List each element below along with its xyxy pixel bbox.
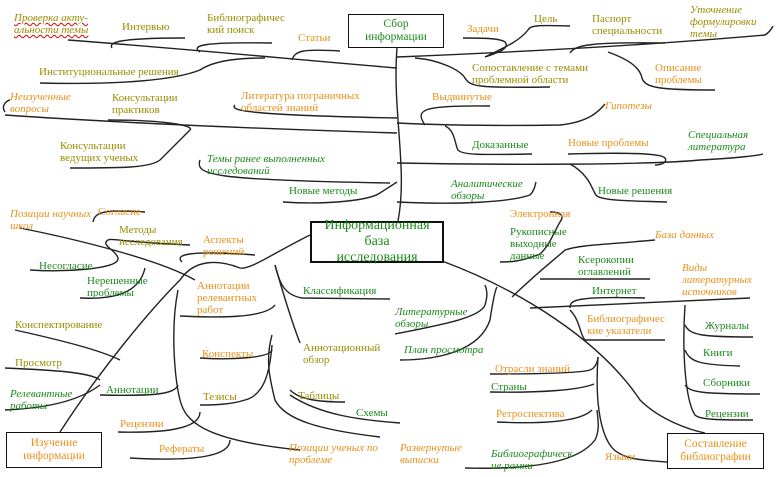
node-viewing: Просмотр: [15, 357, 62, 369]
node-manuscript: Рукописные выходные данные: [510, 226, 567, 262]
node-notes: Конспекты: [202, 348, 254, 360]
node-methods: Методы исследования: [119, 224, 183, 248]
node-schools: Позиции научных школ: [10, 208, 92, 232]
node-compare-topics: Сопоставление с темами проблемной област…: [472, 62, 588, 86]
node-tasks: Задачи: [467, 23, 499, 35]
node-tables: Таблицы: [298, 390, 340, 402]
node-books: Книги: [703, 347, 733, 359]
node-biblio-frames: Библиографическ ие рамки: [491, 448, 573, 472]
node-relevant-works: Релевантные работы: [10, 388, 73, 412]
node-lit-reviews: Литературные обзоры: [395, 306, 468, 330]
node-reviews-right: Рецензии: [705, 408, 749, 420]
node-reviews-left: Рецензии: [120, 418, 164, 430]
node-check-relevance: Проверка акту- альности темы: [14, 12, 89, 36]
node-unsolved: Нерешенные проблемы: [87, 275, 148, 299]
hub-compile-bibliography: Составление библиографии: [667, 433, 764, 469]
node-institutional: Институциональные решения: [39, 66, 179, 78]
node-collections: Сборники: [703, 377, 751, 389]
node-fields: Отрасли знаний: [495, 363, 571, 375]
node-classification: Классификация: [303, 285, 377, 297]
node-extended-extracts: Развернутые выписки: [400, 442, 462, 466]
node-countries: Страны: [491, 381, 527, 393]
node-consult-scientists: Консультации ведущих ученых: [60, 140, 139, 164]
node-note-taking: Конспектирование: [15, 319, 103, 331]
node-proven: Доказанные: [472, 139, 529, 151]
node-solution-aspects: Аспекты решений: [203, 234, 245, 258]
node-hypotheses: Гипотезы: [605, 100, 652, 112]
node-xerox: Ксерокопии оглавлений: [578, 254, 634, 278]
node-proposed: Выдвинутые: [432, 91, 492, 103]
node-internet: Интернет: [592, 285, 637, 297]
node-agreement: Согласие: [98, 206, 141, 218]
hub-study-information: Изучение информации: [6, 432, 102, 468]
node-languages: Языки: [605, 451, 636, 463]
node-abstracts: Рефераты: [159, 443, 205, 455]
node-annotations: Аннотации: [106, 384, 159, 396]
node-interview: Интервью: [122, 21, 170, 33]
node-passport: Паспорт специальности: [592, 13, 663, 37]
node-consult-practitioners: Консультации практиков: [112, 92, 178, 116]
node-refine-topic: Уточнение формулировки темы: [690, 4, 757, 40]
hub-information-base: Информационная база исследования: [310, 218, 444, 265]
hub-collect-information: Сбор информации: [348, 14, 444, 48]
node-new-methods: Новые методы: [289, 185, 358, 197]
node-disagreement: Несогласие: [39, 260, 93, 272]
node-retrospective: Ретроспектива: [496, 408, 565, 420]
node-view-plan: План просмотра: [404, 344, 484, 356]
node-database: База данных: [655, 229, 714, 241]
node-annot-review: Аннотационный обзор: [303, 342, 381, 366]
node-annotations-relevant: Аннотации релевантных работ: [197, 280, 258, 316]
node-theses: Тезисы: [203, 391, 237, 403]
node-problem-desc: Описание проблемы: [655, 62, 702, 86]
node-lit-types: Виды литературных источников: [682, 262, 752, 298]
node-scientist-positions: Позиции ученых по проблеме: [289, 442, 378, 466]
node-electronic: Электронная: [510, 208, 571, 220]
node-biblio-indexes: Библиографичес кие указатели: [587, 313, 665, 337]
node-special-lit: Специальная литература: [688, 129, 749, 153]
node-new-problems: Новые проблемы: [568, 137, 649, 149]
node-unstudied: Неизученные вопросы: [10, 91, 71, 115]
node-prev-topics: Темы ранее выполненных исследований: [207, 153, 325, 177]
node-goal: Цель: [534, 13, 558, 25]
node-analytic-reviews: Аналитические обзоры: [451, 178, 523, 202]
node-journals: Журналы: [705, 320, 750, 332]
node-new-solutions: Новые решения: [598, 185, 673, 197]
node-biblio-search: Библиографичес кий поиск: [207, 12, 285, 36]
node-schemes: Схемы: [356, 407, 388, 419]
node-border-literature: Литература пограничных областей знаний: [241, 90, 360, 114]
node-articles: Статьи: [298, 32, 331, 44]
